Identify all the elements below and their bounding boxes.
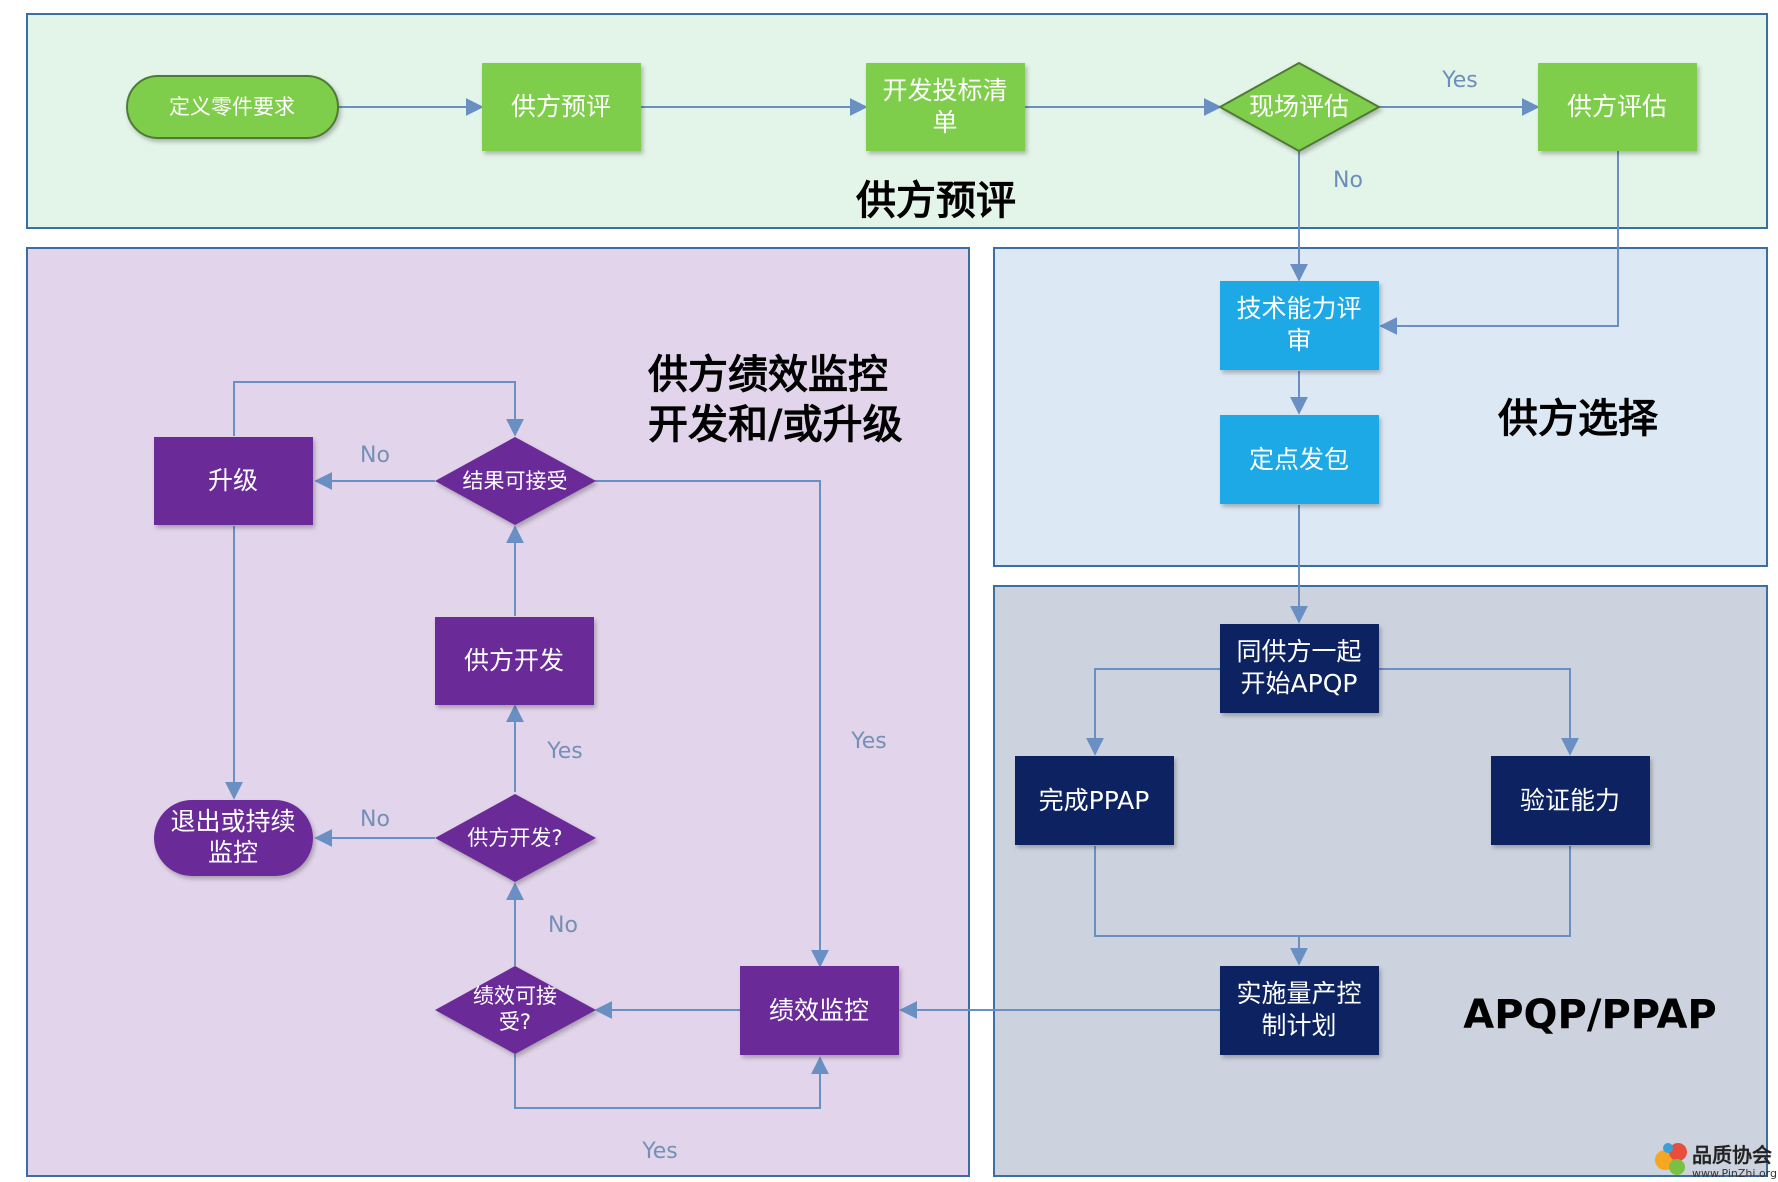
node-ppap[interactable]: 完成PPAP (1015, 756, 1174, 845)
node-apqp-start-label-2: 开始APQP (1241, 669, 1358, 698)
node-prequal[interactable]: 供方预评 (482, 63, 641, 151)
node-develop-q[interactable]: 供方开发? (435, 794, 596, 882)
node-result-ok-label: 结果可接受 (463, 469, 568, 493)
node-exit-label-1: 退出或持续 (170, 807, 295, 836)
node-perf-ok-label-1: 绩效可接 (473, 984, 557, 1008)
node-define[interactable]: 定义零件要求 (126, 75, 339, 139)
node-control-plan-label-2: 制计划 (1261, 1011, 1336, 1040)
edge-upgrade-result (233, 381, 524, 437)
edge-perfok-perf-yes (514, 1054, 829, 1109)
node-award-label: 定点发包 (1249, 445, 1349, 474)
edge-apqp-verify (1379, 668, 1579, 756)
node-site-eval-label: 现场评估 (1249, 92, 1349, 121)
edge-label-no-upgrade: No (360, 443, 390, 468)
edge-label-yes-site: Yes (1441, 68, 1478, 93)
edge-suppliereval-tech (1379, 151, 1619, 335)
node-award[interactable]: 定点发包 (1220, 415, 1379, 504)
node-bidlist[interactable]: 开发投标清 单 (866, 63, 1025, 151)
node-develop[interactable]: 供方开发 (435, 617, 594, 705)
node-perf-monitor-label: 绩效监控 (769, 996, 869, 1025)
node-ppap-label: 完成PPAP (1039, 786, 1150, 815)
node-supplier-eval[interactable]: 供方评估 (1538, 63, 1697, 151)
node-apqp-start[interactable]: 同供方一起 开始APQP (1220, 624, 1379, 713)
region-title-prequal: 供方预评 (856, 178, 1016, 224)
edge-label-yes-develop: Yes (546, 739, 583, 764)
node-supplier-eval-label: 供方评估 (1567, 92, 1667, 121)
node-apqp-start-label-1: 同供方一起 (1236, 637, 1361, 666)
node-tech-review[interactable]: 技术能力评 审 (1220, 281, 1379, 370)
region-title-apqp: APQP/PPAP (1463, 992, 1716, 1038)
node-prequal-label: 供方预评 (511, 92, 611, 121)
watermark-name: 品质协会 (1692, 1143, 1772, 1167)
edge-apqp-ppap (1086, 668, 1220, 756)
region-title-monitor-2: 开发和/或升级 (648, 402, 903, 448)
edge-label-no-exit: No (360, 807, 390, 832)
node-control-plan[interactable]: 实施量产控 制计划 (1220, 966, 1379, 1055)
region-title-monitor-1: 供方绩效监控 (648, 352, 888, 398)
connectors (225, 98, 1619, 1109)
node-perf-monitor[interactable]: 绩效监控 (740, 966, 899, 1055)
edge-ppap-control (1094, 846, 1571, 937)
selection-region (993, 247, 1768, 567)
node-perf-ok-label-2: 受? (499, 1010, 531, 1034)
apqp-region (993, 585, 1768, 1177)
node-bidlist-label-2: 单 (932, 108, 957, 137)
edge-label-no-perf: No (548, 913, 578, 938)
node-upgrade-label: 升级 (208, 466, 258, 495)
node-exit-label-2: 监控 (208, 838, 258, 867)
node-verify[interactable]: 验证能力 (1491, 756, 1650, 845)
node-upgrade[interactable]: 升级 (154, 437, 313, 525)
node-develop-q-label: 供方开发? (467, 826, 562, 850)
node-tech-review-label-1: 技术能力评 (1236, 294, 1361, 323)
node-verify-label: 验证能力 (1520, 786, 1620, 815)
node-exit[interactable]: 退出或持续 监控 (154, 800, 313, 876)
node-result-ok[interactable]: 结果可接受 (435, 437, 596, 525)
edge-label-yes-perf: Yes (641, 1139, 678, 1164)
node-control-plan-label-1: 实施量产控 (1236, 979, 1361, 1008)
edge-result-perf-yes (595, 480, 829, 968)
region-title-selection: 供方选择 (1498, 396, 1659, 442)
node-define-label: 定义零件要求 (169, 95, 295, 119)
node-site-eval[interactable]: 现场评估 (1217, 61, 1382, 153)
edge-label-yes-result: Yes (850, 729, 887, 754)
node-bidlist-label-1: 开发投标清 (882, 76, 1007, 105)
node-tech-review-label-2: 审 (1286, 326, 1311, 355)
node-perf-ok[interactable]: 绩效可接 受? (435, 966, 596, 1054)
watermark-url: www.PinZhi.org (1692, 1167, 1777, 1180)
edge-label-no-site: No (1333, 168, 1363, 193)
node-develop-label: 供方开发 (464, 646, 564, 675)
watermark-logo: 品质协会 www.PinZhi.org (1655, 1143, 1777, 1180)
